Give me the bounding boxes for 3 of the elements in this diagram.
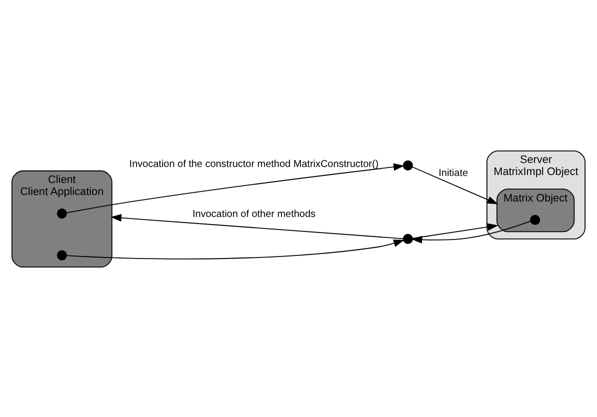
edge-label: Invocation of other methods: [192, 208, 316, 220]
edge-label: Invocation of the constructor method MatrixConstructor(): [129, 158, 379, 170]
edge-label: Initiate: [438, 168, 468, 179]
